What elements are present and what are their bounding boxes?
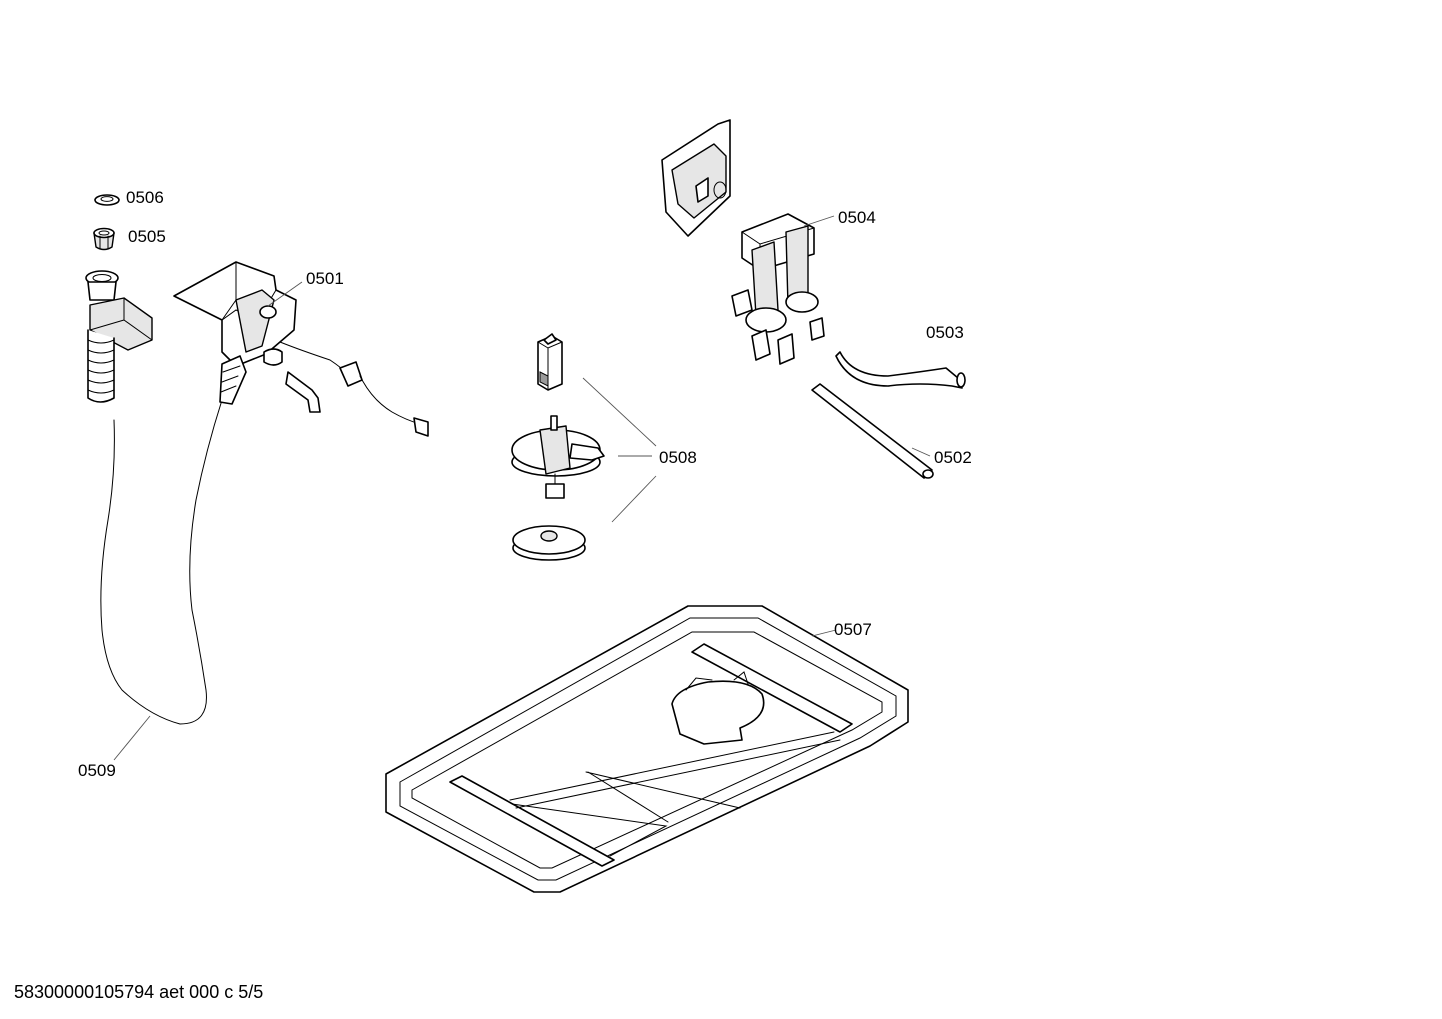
leaders-0508 (582, 377, 657, 523)
part-0509-hose (85, 270, 223, 725)
document-id-footer: 58300000105794 aet 000 c 5/5 (14, 982, 264, 1002)
part-0506-seal-ring (94, 194, 120, 206)
leader-0509 (113, 715, 151, 761)
label-0505: 0505 (128, 227, 166, 246)
label-0504: 0504 (838, 208, 876, 227)
part-0502-straight-hose (811, 383, 934, 479)
part-0508-float (511, 415, 605, 499)
label-0501: 0501 (306, 269, 344, 288)
leader-0501 (267, 281, 303, 307)
part-0504-cover (661, 119, 731, 237)
part-0507-tray (385, 605, 909, 893)
part-0503-bent-hose (835, 351, 966, 389)
label-0507: 0507 (834, 620, 872, 639)
part-0505-nut (93, 227, 115, 251)
part-0508-disc (512, 525, 586, 561)
label-0508: 0508 (659, 448, 697, 467)
label-0502: 0502 (934, 448, 972, 467)
label-0503: 0503 (926, 323, 964, 342)
leader-0507 (811, 629, 837, 637)
leader-0504 (803, 215, 835, 227)
part-0508-connector (537, 333, 563, 391)
part-0501-bracket-assembly (173, 261, 429, 437)
leader-0502 (911, 447, 931, 457)
label-0509: 0509 (78, 761, 116, 780)
label-0506: 0506 (126, 188, 164, 207)
part-0504-valve (731, 213, 825, 365)
